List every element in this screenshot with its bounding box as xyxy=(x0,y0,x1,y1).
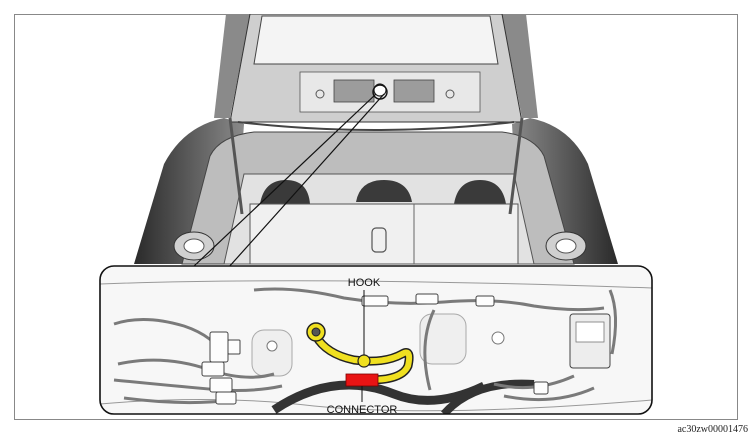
magnified-point-marker xyxy=(372,84,388,100)
highlighted-connector xyxy=(345,373,379,387)
magnifier-leader-lines xyxy=(191,93,385,269)
connector-label: CONNECTOR xyxy=(327,404,398,416)
hook-clip xyxy=(357,354,371,368)
hook-label: HOOK xyxy=(348,277,381,289)
detail-inset xyxy=(99,265,653,415)
service-diagram: HOOK CONNECTOR xyxy=(14,14,738,420)
figure-code: ac30zw00001476 xyxy=(677,424,748,435)
vehicle-rear xyxy=(134,14,618,265)
